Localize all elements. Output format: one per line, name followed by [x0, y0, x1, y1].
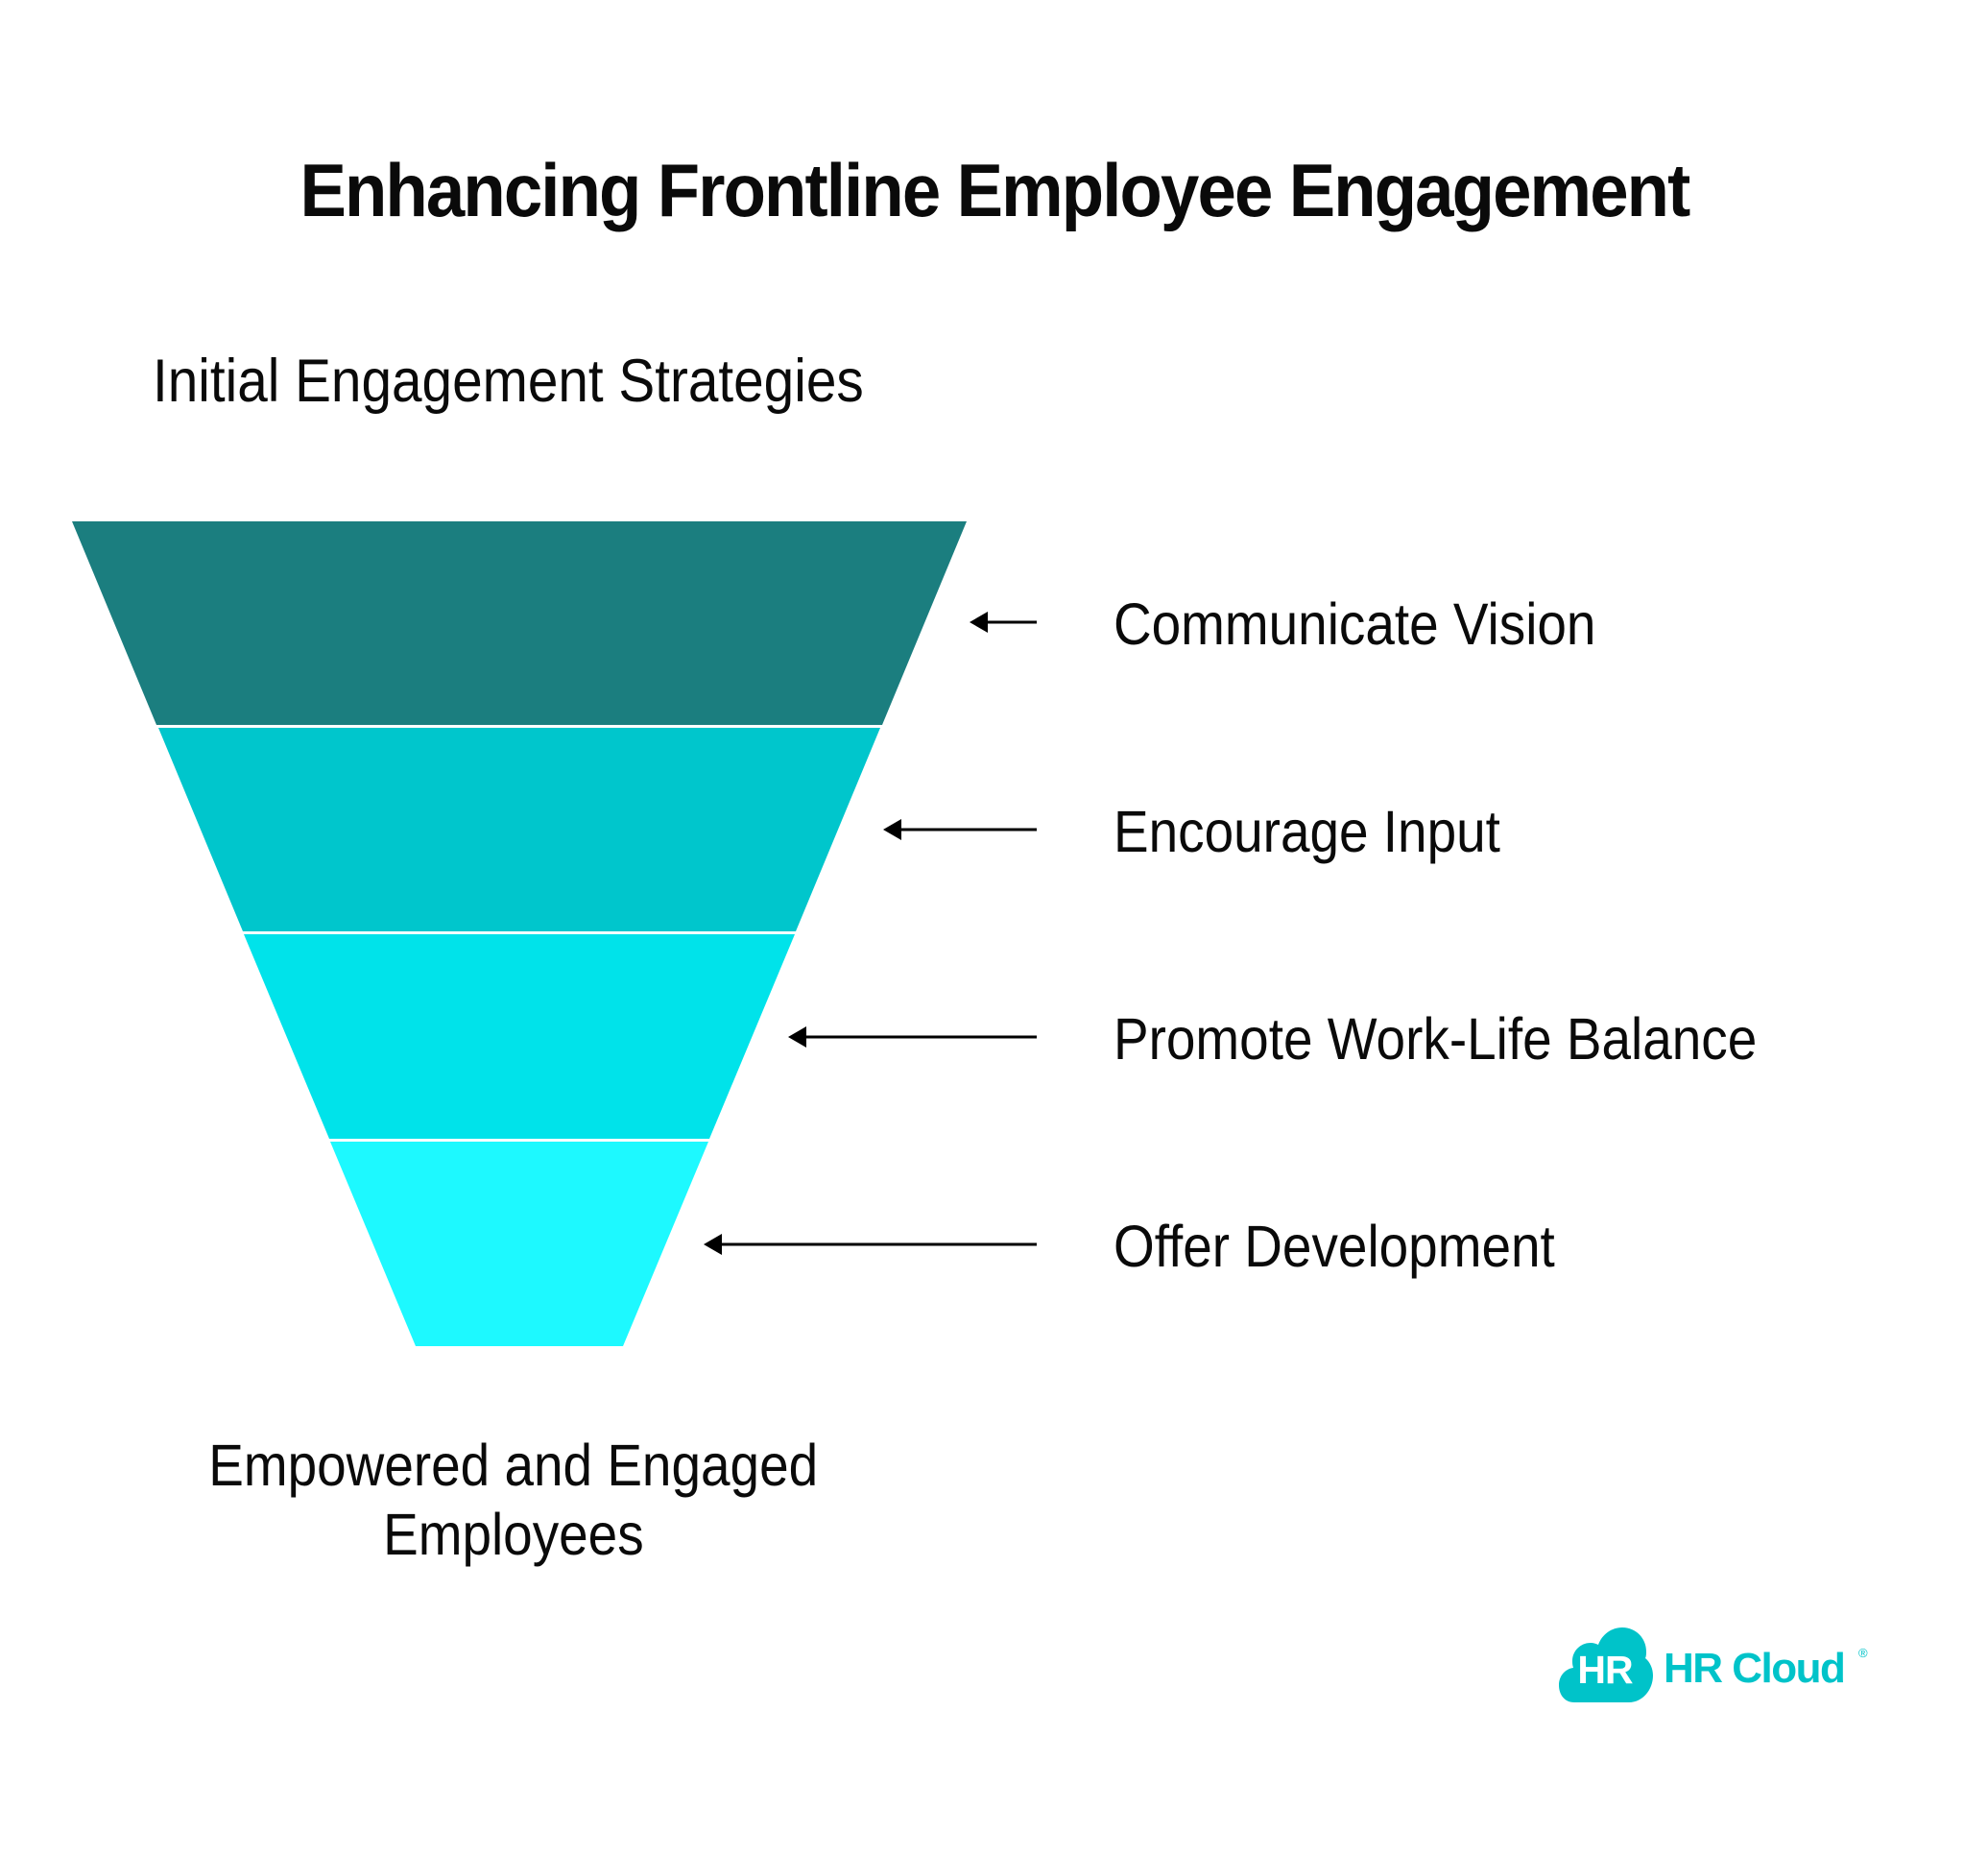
logo-badge-text: HR — [1577, 1648, 1633, 1692]
stage-label-text: Communicate Vision — [1114, 591, 1596, 657]
funnel-bottom-label-line-2: Employees — [130, 1500, 898, 1569]
arrow-left-icon — [970, 612, 988, 633]
cloud-icon — [1559, 1627, 1653, 1702]
funnel-top-label-text: Initial Engagement Strategies — [153, 348, 864, 415]
funnel-band-2 — [158, 728, 880, 931]
funnel-bottom-label-text: Empowered and Engaged — [208, 1433, 819, 1498]
registered-mark: ® — [1858, 1646, 1868, 1660]
stage-label-text: Offer Development — [1114, 1214, 1555, 1279]
stage-label-text: Promote Work-Life Balance — [1114, 1006, 1758, 1072]
stage-label-offer-development: Offer Development — [1114, 1210, 1604, 1283]
funnel-bottom-label-line-1: Empowered and Engaged — [130, 1431, 898, 1500]
funnel-bottom-label-text: Employees — [383, 1502, 644, 1567]
funnel-band-1 — [72, 521, 967, 725]
stage-label-text: Encourage Input — [1114, 799, 1500, 864]
cloud-shape — [1559, 1627, 1653, 1702]
funnel-bottom-label: Empowered and Engaged Employees — [130, 1431, 898, 1569]
hr-cloud-logo: HR HR Cloud ® — [1559, 1627, 1885, 1704]
funnel-bands — [72, 521, 967, 1346]
funnel-band-3 — [244, 934, 795, 1139]
page-title-text: Enhancing Frontline Employee Engagement — [299, 148, 1690, 232]
logo-wordmark: HR Cloud — [1664, 1645, 1846, 1692]
arrow-left-icon — [883, 819, 901, 840]
funnel-band-4 — [330, 1142, 708, 1346]
arrow-left-icon — [788, 1026, 806, 1048]
funnel-arrows — [704, 612, 1037, 1255]
stage-label-encourage-input: Encourage Input — [1114, 795, 1544, 868]
funnel-top-label: Initial Engagement Strategies — [153, 343, 943, 420]
stage-label-communicate-vision: Communicate Vision — [1114, 588, 1649, 661]
arrow-left-icon — [704, 1234, 722, 1255]
stage-label-promote-work-life-balance: Promote Work-Life Balance — [1114, 1002, 1829, 1075]
page-title: Enhancing Frontline Employee Engagement — [0, 144, 1988, 236]
